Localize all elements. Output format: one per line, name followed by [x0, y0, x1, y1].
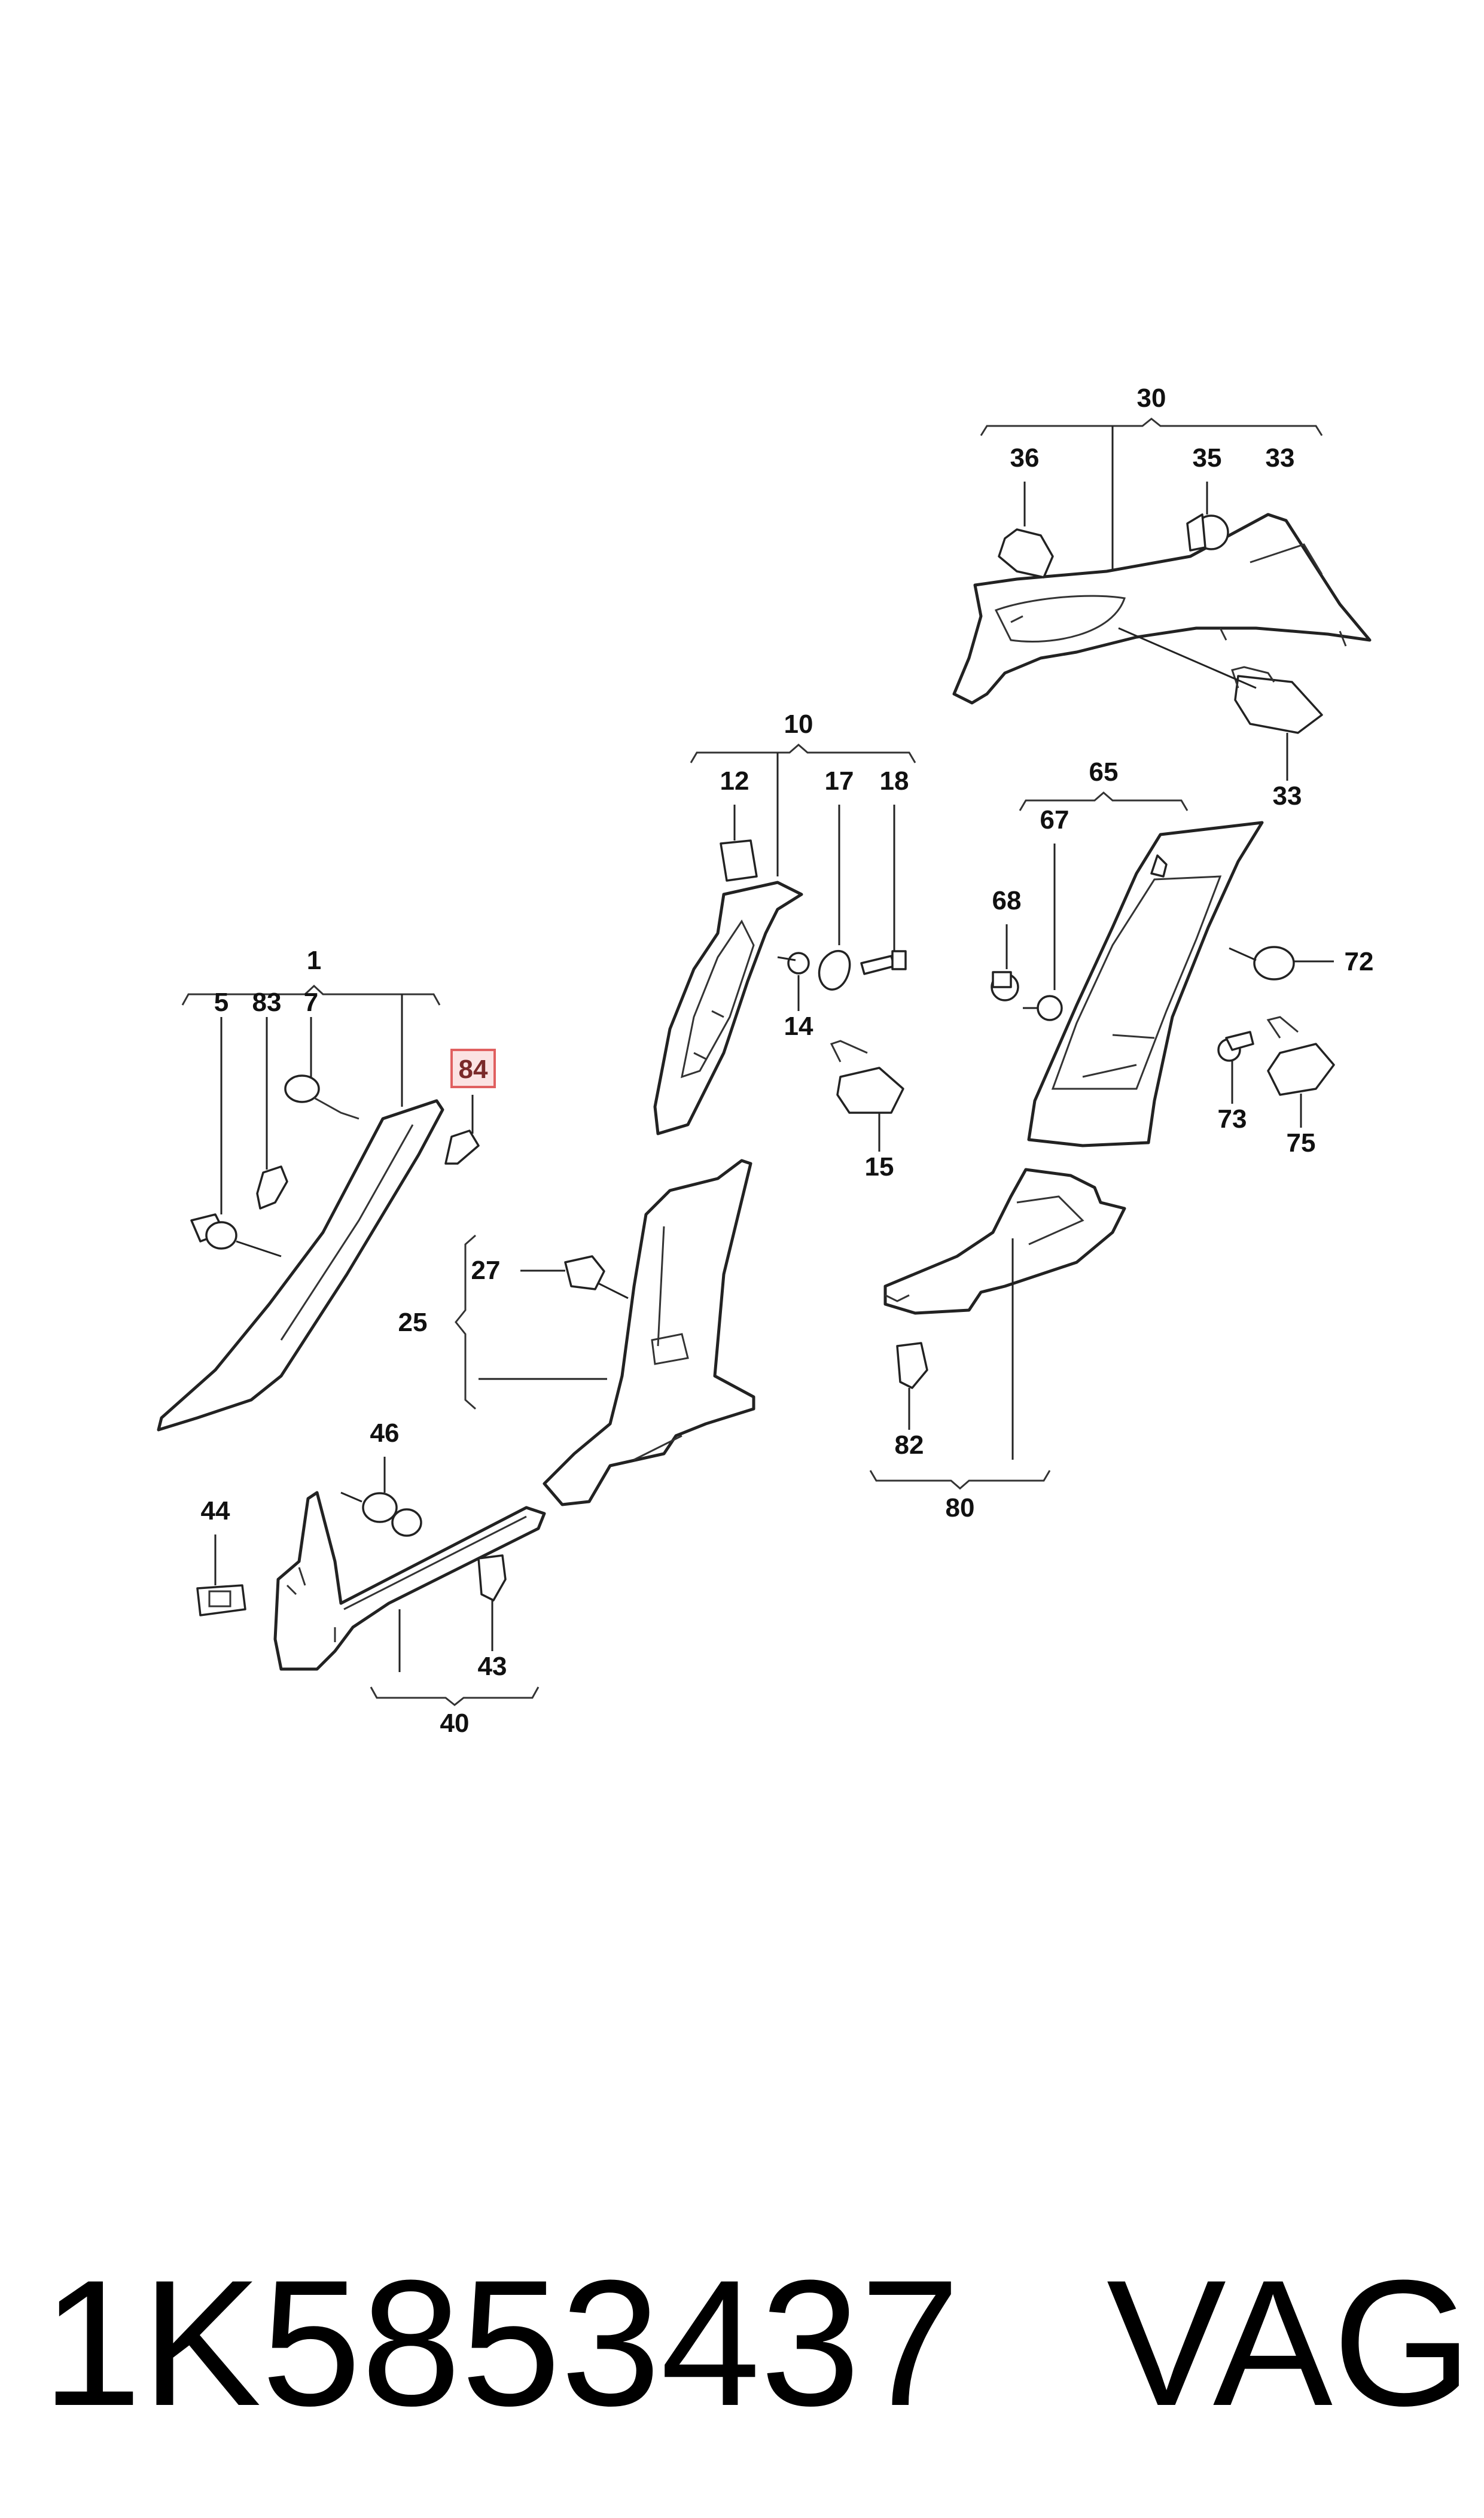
- callout-65: 65: [1089, 757, 1119, 787]
- part-group-40: [196, 1457, 546, 1706]
- callout-18: 18: [880, 766, 909, 796]
- lower-rear-trim-80: [883, 1168, 1126, 1315]
- b-pillar-lower-trim-25: [543, 1159, 755, 1506]
- callout-15: 15: [865, 1152, 894, 1182]
- highlight-box: [450, 1049, 496, 1088]
- clip-46: [362, 1492, 422, 1537]
- callout-83: 83: [252, 988, 282, 1017]
- grab-handle-15: [830, 1040, 904, 1114]
- clip-82: [896, 1342, 928, 1389]
- brand-name: VAG: [1107, 2242, 1472, 2443]
- callout-72: 72: [1345, 947, 1374, 976]
- clip-27: [564, 1255, 605, 1290]
- clip-5: [190, 1213, 237, 1250]
- callout-25: 25: [398, 1308, 428, 1337]
- part-group-65: [991, 791, 1335, 1147]
- callout-33-lower: 33: [1273, 781, 1302, 811]
- screw-68: [991, 971, 1019, 1001]
- callout-40: 40: [440, 1709, 470, 1738]
- seal-83: [256, 1165, 288, 1210]
- part-group-30: [952, 418, 1372, 781]
- cap-72: [1253, 946, 1295, 981]
- part-number: 1K5853437: [42, 2242, 960, 2443]
- part-group-1: [157, 984, 480, 1432]
- callout-35: 35: [1193, 443, 1222, 473]
- callout-43: 43: [478, 1652, 507, 1681]
- callout-75: 75: [1287, 1128, 1316, 1158]
- sill-trim-40: [273, 1491, 546, 1671]
- callout-12: 12: [720, 766, 749, 796]
- cap-84: [444, 1129, 480, 1165]
- callout-67: 67: [1040, 805, 1069, 835]
- callout-30: 30: [1137, 383, 1166, 413]
- callout-68: 68: [992, 886, 1022, 915]
- part-group-10: [653, 744, 916, 1152]
- callout-10: 10: [784, 710, 813, 739]
- screw-73: [1217, 1031, 1254, 1062]
- callout-36: 36: [1010, 443, 1040, 473]
- screw-14: [777, 952, 810, 975]
- part-group-80: [869, 1168, 1126, 1490]
- callout-33: 33: [1266, 443, 1295, 473]
- callout-84-highlight: 84: [450, 1049, 496, 1088]
- callout-27: 27: [471, 1256, 501, 1285]
- clip-35: [1186, 513, 1229, 552]
- callout-17: 17: [825, 766, 854, 796]
- b-pillar-upper-trim-10: [653, 881, 803, 1135]
- grab-handle-33: [1231, 666, 1323, 734]
- part-group-25: [455, 1159, 755, 1506]
- clip-43: [477, 1554, 507, 1601]
- callout-7: 7: [304, 988, 318, 1017]
- quarter-trim-65: [1027, 821, 1264, 1147]
- a-pillar-trim-1: [157, 1099, 444, 1432]
- callout-46: 46: [370, 1418, 400, 1448]
- clip-7: [284, 1074, 359, 1120]
- callout-82: 82: [895, 1430, 924, 1460]
- callout-5: 5: [214, 988, 228, 1017]
- callout-44: 44: [201, 1496, 230, 1526]
- clip-12: [720, 839, 758, 882]
- cap-17: [818, 950, 851, 991]
- clip-44: [196, 1584, 246, 1616]
- callout-14: 14: [784, 1012, 813, 1041]
- bolt-18: [860, 950, 907, 975]
- clip-36: [998, 528, 1054, 578]
- callout-84: 84: [459, 1055, 488, 1084]
- clip-67: [1023, 995, 1063, 1021]
- callout-1: 1: [307, 946, 321, 975]
- grab-handle-75: [1266, 1016, 1335, 1096]
- callout-73: 73: [1218, 1104, 1247, 1134]
- callout-80: 80: [946, 1493, 975, 1523]
